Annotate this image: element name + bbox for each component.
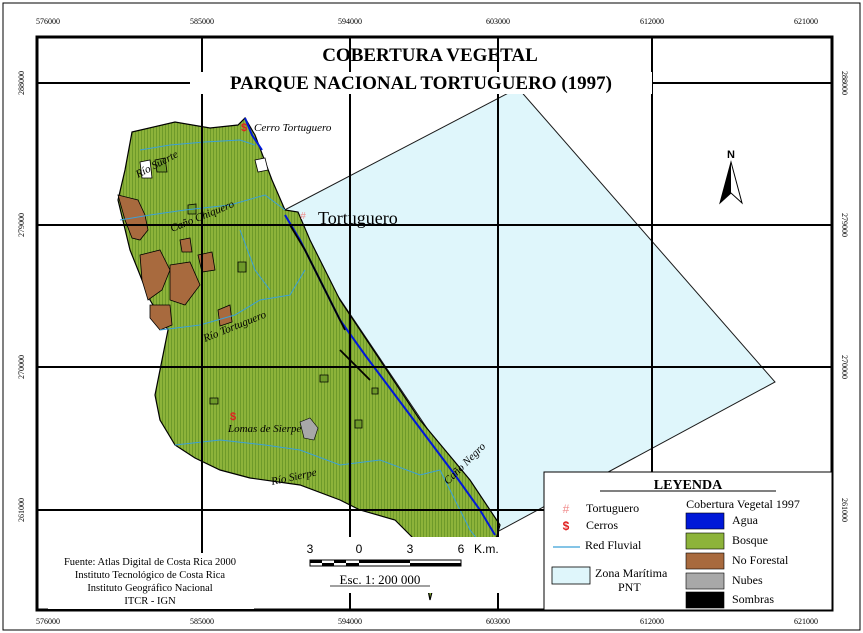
north-arrow-shade	[720, 162, 731, 203]
source-line-4: ITCR - IGN	[124, 596, 176, 607]
small-patches	[154, 157, 379, 429]
y-label: 288000	[840, 71, 849, 95]
source-line-2: Instituto Tecnológico de Costa Rica	[75, 570, 225, 581]
x-label: 612000	[640, 17, 664, 26]
x-label: 576000	[36, 17, 60, 26]
source-credits: Fuente: Atlas Digital de Costa Rica 2000…	[64, 557, 236, 607]
shadow-lines	[289, 224, 371, 381]
scale-tick: 6	[458, 542, 465, 556]
north-arrow: N	[719, 149, 743, 205]
y-label: 288000	[17, 71, 26, 95]
cerro-tortuguero-label: Cerro Tortuguero	[254, 122, 332, 134]
legend-town-icon: #	[563, 502, 570, 516]
y-label: 279000	[840, 213, 849, 237]
y-coord-labels-left: 288000 279000 270000 261000	[17, 71, 26, 522]
legend-class-label: Bosque	[732, 533, 768, 547]
legend-swatch-no-forestal	[685, 552, 725, 570]
title-bg	[190, 72, 652, 94]
tortuguero-town-label: Tortuguero	[318, 208, 398, 228]
legend-class-label: Nubes	[732, 573, 763, 587]
scale-unit: K.m.	[474, 542, 499, 556]
y-label: 261000	[840, 498, 849, 522]
legend-class-label: No Forestal	[732, 553, 789, 567]
x-label: 621000	[794, 617, 818, 626]
scale-bar: 3 0 3 6 K.m. Esc. 1: 200 000	[300, 537, 510, 593]
source-line-3: Instituto Geográfico Nacional	[87, 583, 212, 594]
cloud-patches	[299, 417, 319, 441]
no-data-areas	[139, 157, 269, 179]
x-label: 603000	[486, 617, 510, 626]
x-label: 585000	[190, 617, 214, 626]
x-label: 576000	[36, 617, 60, 626]
x-label: 594000	[338, 17, 362, 26]
legend-class-label: Agua	[732, 513, 759, 527]
legend-hill-icon: $	[563, 519, 570, 533]
map-title: COBERTURA VEGETAL	[322, 45, 538, 66]
x-label: 585000	[190, 17, 214, 26]
x-coord-labels-top: 576000 585000 594000 603000 612000 62100…	[36, 17, 818, 26]
y-coord-labels-right: 288000 279000 270000 261000	[840, 71, 849, 522]
x-label: 621000	[794, 17, 818, 26]
map-subtitle: PARQUE NACIONAL TORTUGUERO (1997)	[230, 73, 612, 94]
north-label: N	[727, 149, 735, 161]
tortuguero-town-symbol: #	[300, 211, 306, 222]
x-coord-labels-bottom: 576000 585000 594000 603000 612000 62100…	[36, 617, 818, 626]
y-label: 279000	[17, 213, 26, 237]
scale-tick: 3	[307, 542, 314, 556]
source-line-1: Fuente: Atlas Digital de Costa Rica 2000	[64, 557, 236, 568]
lomas-de-sierpe-label: Lomas de Sierpe	[227, 423, 301, 435]
legend-rivers-label: Red Fluvial	[585, 538, 642, 552]
y-label: 261000	[17, 498, 26, 522]
scale-tick: 0	[356, 542, 363, 556]
legend-swatch-sombras	[685, 591, 725, 609]
legend-class-label: Sombras	[732, 592, 774, 606]
lomas-symbol: $	[230, 411, 236, 423]
legend-maritime-label-2: PNT	[618, 580, 641, 594]
legend-swatch-bosque	[685, 532, 725, 550]
scale-tick: 3	[407, 542, 414, 556]
x-label: 612000	[640, 617, 664, 626]
source-bg	[48, 553, 254, 609]
legend-maritime-label: Zona Marítima	[595, 566, 668, 580]
y-label: 270000	[17, 355, 26, 379]
legend-maritime-swatch	[551, 566, 591, 585]
legend-hills-label: Cerros	[586, 518, 618, 532]
x-label: 603000	[486, 17, 510, 26]
x-label: 594000	[338, 617, 362, 626]
legend-cover-title: Cobertura Vegetal 1997	[686, 497, 800, 511]
legend-title: LEYENDA	[654, 478, 723, 493]
map-frame	[35, 35, 834, 612]
y-label: 270000	[840, 355, 849, 379]
legend-swatch-nubes	[685, 572, 725, 590]
scale-ratio: Esc. 1: 200 000	[340, 572, 421, 587]
cerro-tortuguero-symbol: $	[241, 122, 247, 134]
legend: LEYENDA # Tortuguero $ Cerros Red Fluvia…	[543, 471, 833, 611]
legend-swatch-agua	[685, 512, 725, 530]
legend-town-label: Tortuguero	[586, 501, 639, 515]
